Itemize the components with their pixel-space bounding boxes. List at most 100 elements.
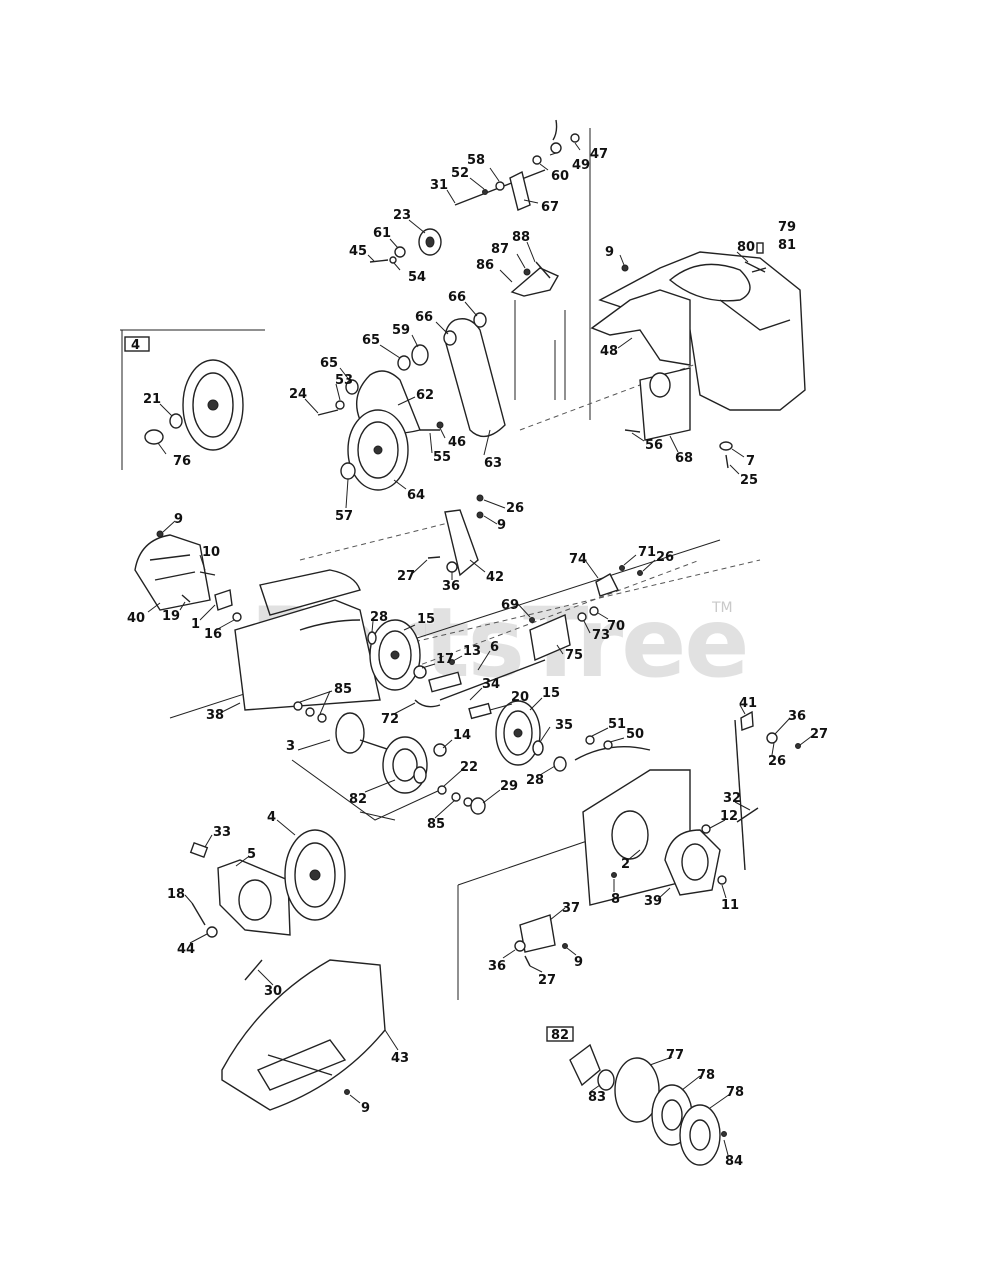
housing-2-top: [574, 745, 651, 761]
bolt-45: [369, 259, 389, 263]
callout-54: 54: [408, 270, 426, 285]
callout-86: 86: [476, 258, 494, 273]
bearing-28b: [553, 756, 567, 772]
cover-39-bore: [681, 843, 709, 881]
engine-pulley-hub: [649, 372, 671, 398]
callout-85-upper: 85: [334, 682, 352, 697]
callout-51: 51: [608, 717, 626, 732]
inset-label-4: 4: [131, 338, 140, 353]
callout-36-mid: 36: [442, 579, 460, 594]
callout-66-lower: 66: [415, 310, 433, 325]
callout-35: 35: [555, 718, 573, 733]
callout-9-lower: 9: [574, 955, 583, 970]
callout-6: 6: [490, 640, 499, 655]
parts-drawing: [120, 119, 806, 1166]
bushing-33: [189, 842, 209, 858]
screw-9: [621, 264, 629, 272]
callout-77: 77: [666, 1048, 684, 1063]
nut-54: [389, 256, 397, 264]
callout-7: 7: [746, 454, 755, 469]
callout-3: 3: [286, 739, 295, 754]
callout-40: 40: [127, 611, 145, 626]
bolt-26: [476, 494, 484, 502]
callout-21: 21: [143, 392, 161, 407]
watermark-trademark: TM: [711, 600, 733, 616]
screw-9c: [476, 511, 484, 519]
cover-78b-bore: [689, 1119, 711, 1151]
skid-plate-x2: [267, 1054, 333, 1076]
cover-78a-bore: [661, 1099, 683, 1131]
callout-28-lower: 28: [526, 773, 544, 788]
plate-5: [217, 859, 291, 936]
callout-65-lower: 65: [320, 356, 338, 371]
callout-64: 64: [407, 488, 425, 503]
callout-labels: 4 82 47 49 58 60 52 31 67 23 79 61 88 80…: [127, 147, 828, 1169]
callout-27-mid: 27: [397, 569, 415, 584]
washer-65b: [345, 379, 359, 395]
callout-30: 30: [264, 984, 282, 999]
callout-9-left: 9: [174, 512, 183, 527]
callout-5: 5: [247, 847, 256, 862]
spacer-72: [414, 699, 441, 708]
skid-plate-43: [221, 959, 386, 1111]
callout-10: 10: [202, 545, 220, 560]
callout-66-upper: 66: [448, 290, 466, 305]
washer-85c: [317, 713, 327, 723]
washer-7: [719, 441, 733, 451]
hub-83: [597, 1069, 615, 1091]
callout-37: 37: [562, 901, 580, 916]
bearing-28: [367, 631, 377, 645]
callout-4: 4: [267, 810, 276, 825]
callout-29: 29: [500, 779, 518, 794]
pulley-64-rim: [357, 421, 399, 479]
callout-28-mid: 28: [370, 610, 388, 625]
spacer-53: [335, 400, 345, 410]
callout-26-right: 26: [768, 754, 786, 769]
idler-pulley-hub: [425, 236, 435, 248]
callout-83: 83: [588, 1090, 606, 1105]
inset-box-4: [124, 336, 150, 352]
assembly-82-bracket: [359, 811, 396, 821]
callout-15-left: 15: [417, 612, 435, 627]
callout-73: 73: [592, 628, 610, 643]
inset-label-82: 82: [551, 1028, 569, 1043]
callout-9-bracket: 9: [497, 518, 506, 533]
nut-36b: [766, 732, 778, 744]
callout-79: 79: [778, 220, 796, 235]
screw-80: [744, 261, 766, 273]
worm-gear-82-web: [392, 748, 418, 782]
callout-69: 69: [501, 598, 519, 613]
dashed-shaft: [299, 519, 461, 561]
callout-9-skid: 9: [361, 1101, 370, 1116]
engine-detail: [719, 299, 791, 331]
callout-26-mid: 26: [656, 550, 674, 565]
callout-70: 70: [607, 619, 625, 634]
callout-78-upper: 78: [697, 1068, 715, 1083]
dashed-shaft: [379, 559, 701, 681]
bracket-1: [214, 589, 233, 611]
washer-58: [495, 181, 505, 191]
callout-61: 61: [373, 226, 391, 241]
washer-73: [577, 612, 587, 622]
callout-58: 58: [467, 153, 485, 168]
nut-36c: [514, 940, 526, 952]
nut-46: [436, 421, 444, 429]
gear-15-right-hub: [513, 728, 523, 738]
callout-50: 50: [626, 727, 644, 742]
callout-33: 33: [213, 825, 231, 840]
gear-15-web: [378, 630, 412, 680]
bolt-27c: [524, 955, 531, 967]
callout-36-lower: 36: [488, 959, 506, 974]
callout-46: 46: [448, 435, 466, 450]
callout-25: 25: [740, 473, 758, 488]
washer-65: [397, 355, 411, 371]
cover-39: [664, 829, 721, 896]
screw-8: [611, 872, 617, 878]
screw-9d: [562, 943, 568, 949]
callout-78-lower: 78: [726, 1085, 744, 1100]
callout-84: 84: [725, 1154, 743, 1169]
bearing-35: [532, 740, 544, 756]
washer-29: [470, 797, 486, 815]
callout-87: 87: [491, 242, 509, 257]
